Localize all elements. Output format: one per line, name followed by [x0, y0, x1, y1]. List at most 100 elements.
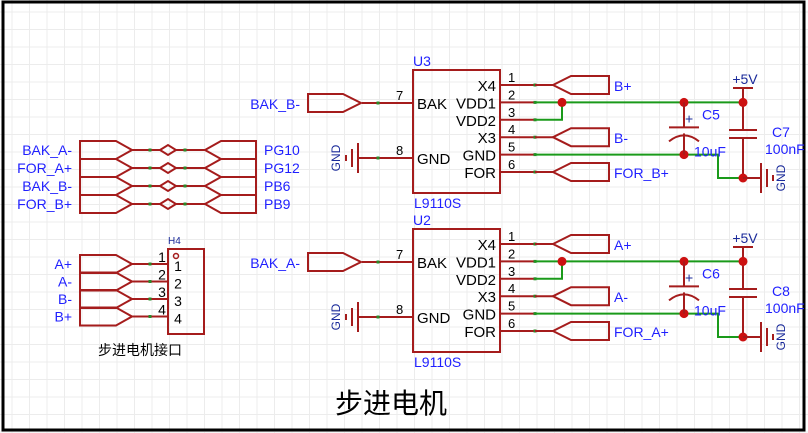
- mcu-netlabel-row: BAK_B-PB6: [22, 176, 291, 196]
- netlabel-right: PG12: [264, 160, 300, 176]
- ic-designator: U2: [413, 212, 431, 228]
- netlabel-left: FOR_A+: [17, 160, 72, 176]
- ic-netlabel: A-: [614, 289, 628, 305]
- ic-pin-name: BAK: [417, 96, 447, 113]
- pin-end-marker: [183, 202, 187, 206]
- connector-body: [167, 248, 205, 335]
- netflag-right[interactable]: [202, 140, 257, 160]
- ic-pin-number: 4: [508, 122, 515, 137]
- mcu-netlabel-row: FOR_B+PB9: [17, 194, 291, 214]
- netflag-B+[interactable]: [550, 75, 610, 95]
- ic-pin-name: FOR: [464, 324, 496, 341]
- pin-end-marker: [148, 280, 152, 283]
- netlabel-left: BAK_A-: [22, 142, 72, 158]
- ic-netlabel: FOR_B+: [614, 165, 669, 181]
- ic-part-number: L9110S: [414, 354, 461, 370]
- mcu-netlabel-row: FOR_A+ PG12: [17, 158, 300, 178]
- netflag-right[interactable]: [202, 194, 257, 214]
- pin-end-marker: [148, 202, 152, 206]
- ic-pin-name: FOR: [464, 165, 496, 182]
- netlabel-right: PB9: [264, 196, 291, 212]
- driver-u2[interactable]: U2L9110SX41A+VDD12VDD23X34A-GND5FOR6FOR_…: [250, 212, 805, 370]
- cap-value: 100nF: [765, 300, 805, 316]
- netlabel-right: PG10: [264, 142, 300, 158]
- ic-pin-name: X4: [478, 237, 496, 254]
- cap-polarity: +: [685, 269, 693, 285]
- connector-designator: H4: [168, 236, 181, 247]
- ic-netlabel: BAK_A-: [250, 255, 300, 271]
- cap-value: 10uF: [694, 303, 726, 319]
- pin-label: 4: [174, 311, 182, 327]
- netflag-left[interactable]: [79, 140, 135, 160]
- ic-pin-number: 8: [396, 302, 403, 317]
- driver-u3[interactable]: U3L9110SX41B+VDD12VDD23X34B-GND5FOR6FOR_…: [250, 53, 805, 211]
- netflag[interactable]: [79, 271, 135, 292]
- netflag-right[interactable]: [202, 176, 257, 196]
- mcu-netlabel-row: BAK_A- PG10: [22, 140, 300, 160]
- netflag-left[interactable]: [79, 176, 135, 196]
- netflag-right[interactable]: [202, 158, 257, 178]
- netflag-A-[interactable]: [550, 286, 610, 307]
- netflag[interactable]: [79, 254, 135, 274]
- junction-dot: [557, 256, 567, 266]
- pin-number: 2: [158, 267, 166, 283]
- netflag-left[interactable]: [79, 194, 135, 214]
- gnd-label: GND: [774, 164, 788, 191]
- net-vdd2-tie: [535, 261, 563, 280]
- ic-pin-name: GND: [463, 148, 497, 165]
- netflag-A+[interactable]: [550, 234, 610, 254]
- netflag-left[interactable]: [79, 158, 135, 178]
- netflag-BAK_B-[interactable]: [307, 93, 364, 113]
- gnd-symbol: GND: [760, 322, 788, 352]
- ic-designator: U3: [413, 53, 431, 69]
- gnd-symbol: GND: [329, 302, 359, 332]
- connector-pin-row: A+11: [54, 249, 182, 274]
- net-gnd: [535, 153, 743, 179]
- pin-number: 3: [158, 284, 166, 300]
- ic-pin-number: 5: [508, 299, 515, 314]
- diamond-junction-icon: [158, 143, 178, 157]
- connector-pin-row: B-33: [58, 284, 182, 309]
- ic-pin-name: X3: [478, 289, 496, 306]
- pin-end-marker: [376, 315, 380, 319]
- ic-pin-name: GND: [417, 151, 451, 168]
- netflag-FOR_B+[interactable]: [550, 162, 610, 182]
- ic-pin-number: 1: [508, 229, 515, 244]
- junction-dot: [738, 256, 748, 266]
- ic-body[interactable]: [412, 69, 501, 194]
- ic-body[interactable]: [412, 228, 501, 353]
- pin-label: 2: [174, 276, 182, 292]
- pin-end-marker: [376, 260, 380, 264]
- ic-pin-number: 3: [508, 105, 515, 120]
- pin-number: 1: [158, 249, 166, 265]
- ic-pin-number: 3: [508, 264, 515, 279]
- ic-pin-number: 2: [508, 87, 515, 102]
- cap-designator: C6: [702, 265, 720, 281]
- connector-h4[interactable]: H4 步进电机接口: [98, 236, 205, 358]
- ic-pin-number: 7: [396, 247, 403, 262]
- netlabel-right: PB6: [264, 178, 291, 194]
- ic-pin-number: 6: [508, 316, 515, 331]
- ic-pin-name: GND: [417, 310, 451, 327]
- ic-pin-name: VDD1: [456, 254, 496, 271]
- power-label: +5V: [732, 71, 758, 87]
- netflag[interactable]: [79, 289, 135, 309]
- gnd-label: GND: [329, 303, 343, 330]
- driver-blocks: U3L9110SX41B+VDD12VDD23X34B-GND5FOR6FOR_…: [250, 53, 805, 370]
- netflag[interactable]: [79, 306, 135, 327]
- ic-pin-number: 8: [396, 143, 403, 158]
- gnd-symbol: GND: [329, 143, 359, 173]
- netflag-BAK_A-[interactable]: [307, 252, 364, 272]
- connector-pins: A+11A-22B-33B+44: [54, 249, 182, 327]
- netflag-FOR_A+[interactable]: [550, 321, 610, 341]
- sheet-title: 步进电机: [335, 388, 447, 419]
- netflag-B-[interactable]: [550, 127, 610, 148]
- ic-netlabel: A+: [614, 237, 632, 253]
- pin1-marker-icon: [172, 252, 180, 260]
- diamond-junction-icon: [158, 179, 178, 193]
- cap-value: 100nF: [765, 141, 805, 157]
- connector-caption: 步进电机接口: [98, 342, 182, 358]
